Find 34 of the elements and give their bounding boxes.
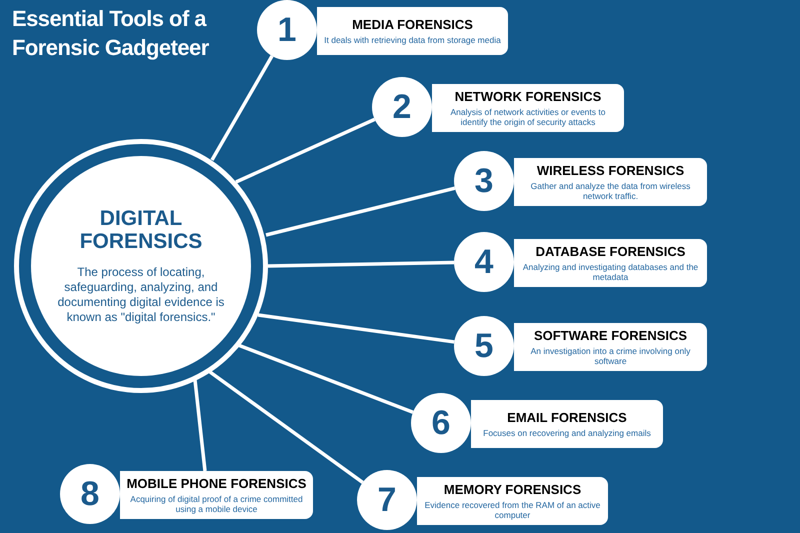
central-description: The process of locating, safeguarding, analyzing, and documenting digital evidence is known as "digital forensics." xyxy=(56,265,226,325)
card-description: It deals with retrieving data from storage media xyxy=(324,35,501,45)
card-description: Focuses on recovering and analyzing emails xyxy=(483,428,651,438)
card-heading: SOFTWARE FORENSICS xyxy=(534,328,688,343)
card-heading: DATABASE FORENSICS xyxy=(536,244,686,259)
title: Essential Tools of a Forensic Gadgeteer xyxy=(12,5,210,62)
card-description: Analysis of network activities or events to identify the origin of security attacks xyxy=(450,107,606,127)
card-background xyxy=(317,7,508,55)
connector-line xyxy=(208,370,364,484)
connector-line xyxy=(258,313,455,344)
card-description: An investigation into a crime involving only software xyxy=(530,346,692,366)
connector-line xyxy=(268,260,454,268)
card-heading: NETWORK FORENSICS xyxy=(454,89,602,104)
card-background xyxy=(471,400,663,448)
card-background xyxy=(514,323,707,371)
card-background xyxy=(514,239,707,287)
connector-line xyxy=(210,55,274,161)
card-background xyxy=(417,477,608,525)
connector-line xyxy=(235,118,376,184)
card-description: Evidence recovered from the RAM of an active computer xyxy=(424,500,602,520)
connector-line xyxy=(193,380,207,472)
card-background xyxy=(514,158,707,206)
card-heading: MEMORY FORENSICS xyxy=(444,482,582,497)
card-heading: WIRELESS FORENSICS xyxy=(536,163,684,178)
card-description: Acquiring of digital proof of a crime committed using a mobile device xyxy=(129,494,304,514)
card-background xyxy=(120,471,313,519)
card-description: Gather and analyze the data from wireless network traffic. xyxy=(530,181,692,201)
card-heading: MOBILE PHONE FORENSICS xyxy=(126,476,306,491)
card-heading: MEDIA FORENSICS xyxy=(352,17,473,32)
central-heading: DIGITAL FORENSICS xyxy=(78,207,204,253)
connector-line xyxy=(237,343,414,414)
card-background xyxy=(432,84,624,132)
card-description: Analyzing and investigating databases and the metadata xyxy=(522,262,700,282)
card-heading: EMAIL FORENSICS xyxy=(507,410,627,425)
